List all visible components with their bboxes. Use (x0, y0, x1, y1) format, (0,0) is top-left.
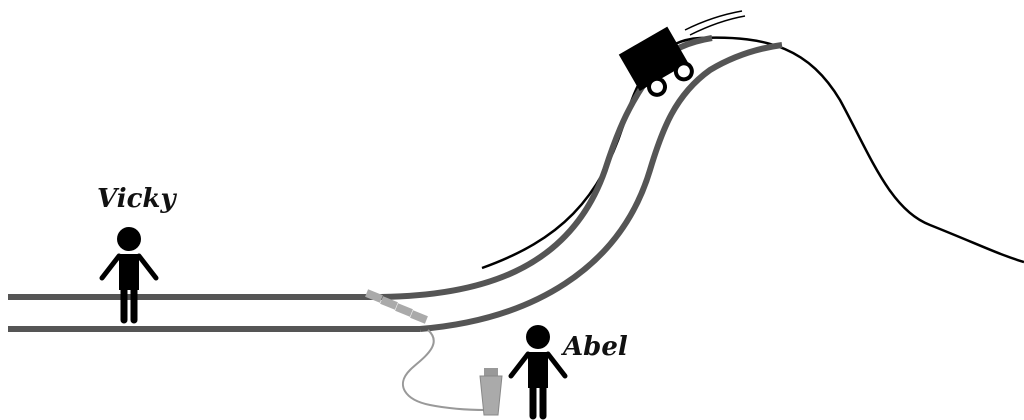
hill-track-lower-rail (419, 42, 783, 332)
switch-lever-icon[interactable] (479, 368, 503, 416)
hill-track (367, 35, 783, 332)
switch-wire (401, 329, 487, 411)
person-icon-vicky (99, 227, 159, 324)
person-label-abel: Abel (563, 332, 628, 362)
runaway-trolley-icon (618, 26, 694, 97)
main-track (8, 294, 420, 332)
person-icon-abel (508, 325, 568, 420)
track-switch-icon[interactable] (365, 289, 428, 324)
motion-lines (684, 10, 746, 36)
hill-outline (481, 36, 1024, 270)
person-label-vicky: Vicky (97, 184, 176, 214)
